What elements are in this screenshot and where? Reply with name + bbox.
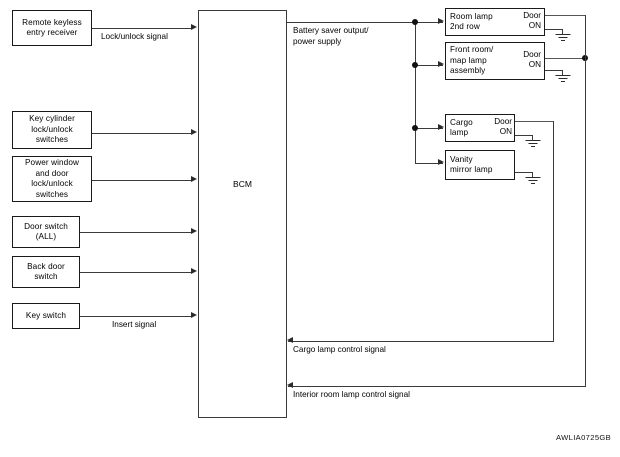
ground-symbol-cargo-lamp [525, 140, 541, 149]
arrowhead-back-door-switch [191, 268, 197, 275]
bcm-module [198, 10, 287, 418]
label-interior-room-lamp-control-signal: Interior room lamp control signal [293, 390, 410, 399]
power-distribution-bus [415, 22, 416, 163]
input-label: Back door switch [27, 261, 65, 282]
switch-state-door: Door [523, 11, 541, 20]
input-box-key-switch: Key switch [12, 303, 80, 329]
label-battery-saver-output: Battery saver output/ power supply [293, 26, 369, 46]
arrowhead-interior-room-lamp-control-signal [287, 382, 293, 389]
lamp-box-room-lamp-2nd-row: Room lamp 2nd row [445, 8, 545, 36]
arrowhead-room-lamp [438, 18, 444, 25]
wire-interior-room-control-return-vertical [585, 15, 586, 386]
wire-cargo-control-return-horizontal [288, 341, 554, 342]
wire-key-switch-to-bcm [80, 316, 192, 317]
wire-cargo-lamp-ground-lead [515, 135, 533, 136]
wire-room-lamp-ground-drop [562, 29, 563, 35]
lamp-label: Room lamp 2nd row [450, 11, 493, 32]
junction-dot-cargo-lamp [412, 125, 418, 131]
wire-remote-keyless-to-bcm [92, 28, 192, 29]
switch-state-on: ON [528, 60, 541, 69]
input-label: Door switch (ALL) [24, 221, 68, 242]
arrowhead-door-switch [191, 228, 197, 235]
arrowhead-vanity-mirror-lamp [438, 159, 444, 166]
ground-symbol-front-room-map-lamp [555, 75, 571, 84]
arrowhead-cargo-lamp [438, 124, 444, 131]
wire-cargo-lamp-ground-drop [532, 135, 533, 141]
arrowhead-remote-keyless [191, 24, 197, 31]
arrowhead-key-cylinder [191, 129, 197, 136]
lamp-box-cargo-lamp: Cargo lamp [445, 114, 515, 142]
wire-power-window-to-bcm [92, 180, 192, 181]
input-box-power-window-and-door-lock-unlock-switches: Power window and door lock/unlock switch… [12, 156, 92, 202]
wire-door-switch-to-bcm [80, 232, 192, 233]
wire-room-lamp-ground-lead [545, 29, 563, 30]
lamp-label: Cargo lamp [450, 117, 473, 138]
signal-label-insert: Insert signal [112, 320, 157, 329]
bcm-label: BCM [233, 179, 252, 189]
arrowhead-front-room-map-lamp [438, 61, 444, 68]
wire-front-room-ground-lead [545, 70, 563, 71]
wire-vanity-mirror-ground-drop [532, 172, 533, 178]
switch-state-door: Door [494, 117, 512, 126]
input-label: Power window and door lock/unlock switch… [25, 158, 79, 199]
lamp-label: Front room/ map lamp assembly [450, 45, 494, 76]
lamp-switch-label-front-room-map-lamp: Door ON [505, 50, 541, 70]
ground-symbol-room-lamp [555, 34, 571, 43]
switch-state-on: ON [499, 127, 512, 136]
junction-dot-room-lamp [412, 19, 418, 25]
lamp-box-front-room-map-lamp-assembly: Front room/ map lamp assembly [445, 42, 545, 80]
label-cargo-lamp-control-signal: Cargo lamp control signal [293, 345, 386, 354]
ground-symbol-vanity-mirror-lamp [525, 177, 541, 186]
lamp-switch-label-cargo-lamp: Door ON [476, 117, 512, 137]
input-label: Remote keyless entry receiver [22, 17, 82, 38]
input-box-door-switch-all: Door switch (ALL) [12, 216, 80, 248]
input-label: Key switch [25, 310, 67, 320]
signal-label-lock-unlock: Lock/unlock signal [101, 32, 168, 41]
input-label: Key cylinder lock/unlock switches [29, 114, 75, 145]
arrowhead-cargo-control-signal [287, 337, 293, 344]
lamp-box-vanity-mirror-lamp: Vanity mirror lamp [445, 150, 515, 180]
wire-branch-room-lamp [415, 22, 443, 23]
wire-room-lamp-door-contact [545, 15, 585, 16]
wire-branch-cargo-lamp [415, 128, 443, 129]
input-box-back-door-switch: Back door switch [12, 256, 80, 288]
input-box-key-cylinder-lock-unlock-switches: Key cylinder lock/unlock switches [12, 111, 92, 149]
wire-back-door-switch-to-bcm [80, 272, 192, 273]
switch-state-on: ON [528, 21, 541, 30]
wire-front-room-door-contact [545, 58, 585, 59]
wire-interior-room-control-return-horizontal [288, 386, 586, 387]
wire-branch-vanity-mirror-lamp [415, 163, 443, 164]
wire-cargo-lamp-door-contact [515, 121, 554, 122]
wire-branch-front-room-map-lamp [415, 65, 443, 66]
wire-cargo-control-return-vertical [553, 121, 554, 341]
switch-state-door: Door [523, 50, 541, 59]
wire-vanity-mirror-ground-lead [515, 172, 533, 173]
junction-dot-front-room-map-lamp [412, 62, 418, 68]
figure-code: AWLIA0725GB [556, 433, 612, 442]
wire-key-cylinder-to-bcm [92, 133, 192, 134]
lamp-switch-label-room-lamp-2nd-row: Door ON [505, 11, 541, 31]
wire-front-room-ground-drop [562, 70, 563, 76]
arrowhead-key-switch [191, 312, 197, 319]
lamp-label: Vanity mirror lamp [450, 154, 493, 175]
input-box-remote-keyless-entry-receiver: Remote keyless entry receiver [12, 10, 92, 46]
arrowhead-power-window [191, 176, 197, 183]
wire-battery-saver-output [287, 22, 419, 23]
